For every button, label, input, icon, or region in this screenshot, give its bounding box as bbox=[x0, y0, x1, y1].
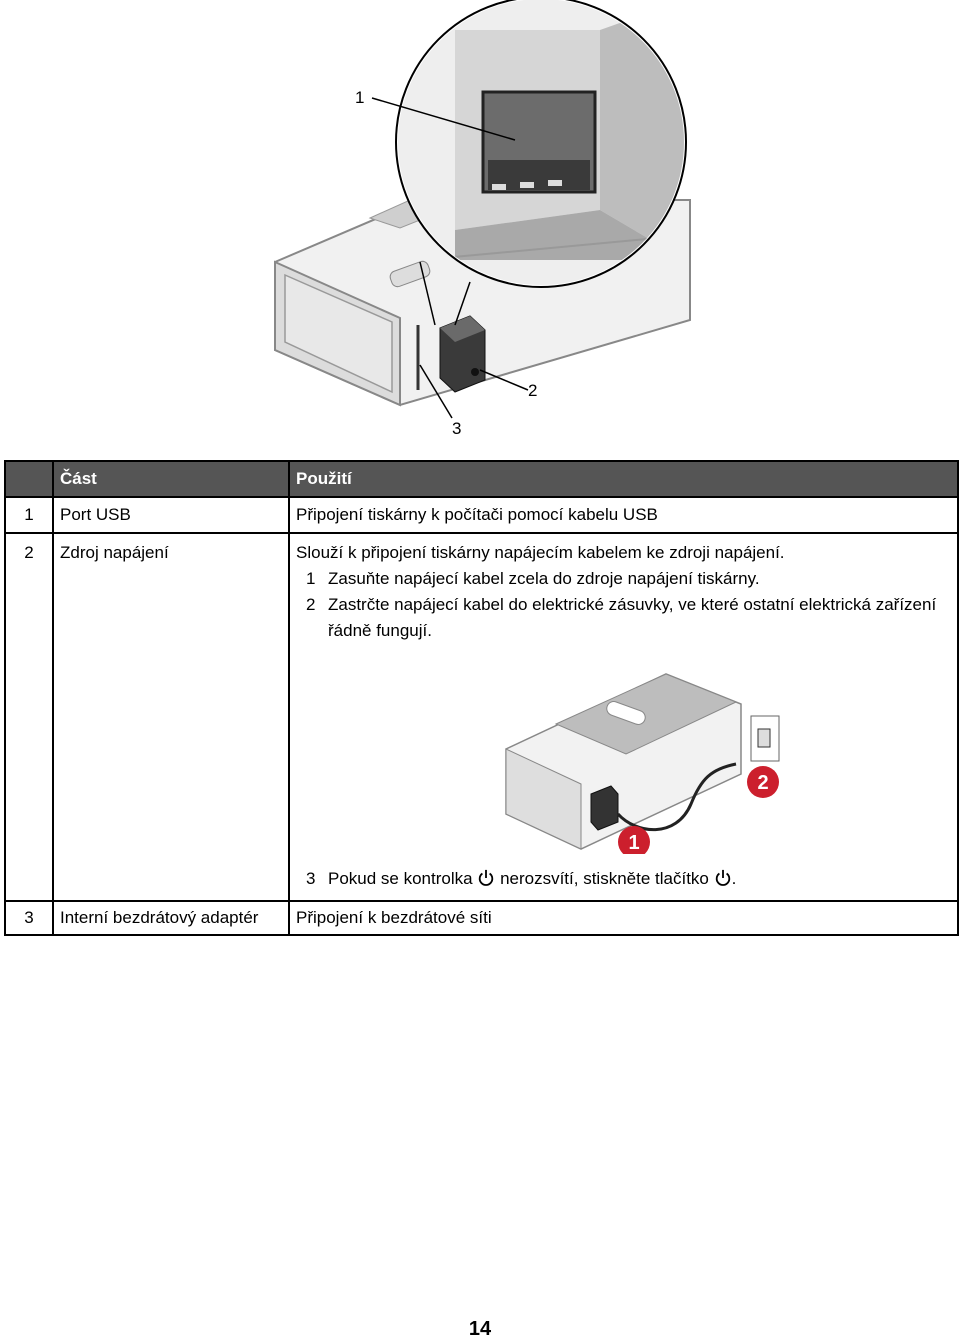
table-row: 3 Interní bezdrátový adaptér Připojení k… bbox=[4, 900, 959, 936]
table-header-row: Část Použití bbox=[4, 460, 959, 498]
power-icon bbox=[715, 869, 730, 886]
step-item: 2 Zastrčte napájecí kabel do elektrické … bbox=[296, 592, 951, 644]
power-adapter bbox=[439, 315, 486, 393]
row-usage-cell: Slouží k připojení tiskárny napájecím ka… bbox=[288, 532, 959, 902]
row-usage: Připojení tiskárny k počítači pomocí kab… bbox=[288, 496, 959, 534]
row-number: 2 bbox=[4, 532, 54, 902]
step-item: 3 Pokud se kontrolka nerozsvítí, stiskně… bbox=[296, 866, 951, 892]
step-number: 3 bbox=[306, 869, 316, 888]
power-connection-illustration: 2 1 bbox=[505, 673, 780, 854]
row-part: Zdroj napájení bbox=[52, 532, 290, 902]
callout-badge-1 bbox=[618, 826, 650, 854]
callout-2: 2 bbox=[528, 381, 538, 400]
step-text: Zastrčte napájecí kabel do elektrické zá… bbox=[328, 595, 937, 640]
magnifier-circle bbox=[395, 0, 687, 326]
header-part: Část bbox=[52, 460, 290, 498]
row-number: 1 bbox=[4, 496, 54, 534]
step-text: Pokud se kontrolka nerozsvítí, stiskněte… bbox=[328, 866, 951, 892]
parts-table: Část Použití 1 Port USB Připojení tiskár… bbox=[4, 460, 959, 936]
row-part: Interní bezdrátový adaptér bbox=[52, 900, 290, 936]
callout-3: 3 bbox=[452, 419, 462, 438]
row-number: 3 bbox=[4, 900, 54, 936]
table-row: 2 Zdroj napájení Slouží k připojení tisk… bbox=[4, 532, 959, 902]
step-text: Zasuňte napájecí kabel zcela do zdroje n… bbox=[328, 569, 760, 588]
power-icon bbox=[479, 869, 494, 886]
header-number bbox=[4, 460, 54, 498]
callout-1: 1 bbox=[355, 88, 365, 107]
page-number: 14 bbox=[468, 1318, 492, 1340]
row-usage: Připojení k bezdrátové síti bbox=[288, 900, 959, 936]
row-part: Port USB bbox=[52, 496, 290, 534]
table-row: 1 Port USB Připojení tiskárny k počítači… bbox=[4, 496, 959, 534]
step-text-before: Pokud se kontrolka bbox=[328, 869, 473, 888]
callout-badge-1-label: 1 bbox=[628, 832, 639, 854]
step-text-middle: nerozsvítí, stiskněte tlačítko bbox=[500, 869, 709, 888]
callout-badge-2 bbox=[747, 766, 779, 798]
leader-line-1 bbox=[371, 97, 516, 141]
callout-badge-2-label: 2 bbox=[757, 772, 768, 794]
leader-line-2 bbox=[479, 369, 529, 391]
printer-ports-illustration bbox=[274, 0, 691, 419]
step-text-after: . bbox=[731, 869, 737, 888]
step-item: 1 Zasuňte napájecí kabel zcela do zdroje… bbox=[296, 566, 951, 592]
step-number: 1 bbox=[306, 569, 316, 588]
step-number: 2 bbox=[306, 595, 316, 614]
row-usage: Slouží k připojení tiskárny napájecím ka… bbox=[296, 543, 785, 562]
header-usage: Použití bbox=[288, 460, 959, 498]
leader-line-3 bbox=[419, 364, 453, 419]
